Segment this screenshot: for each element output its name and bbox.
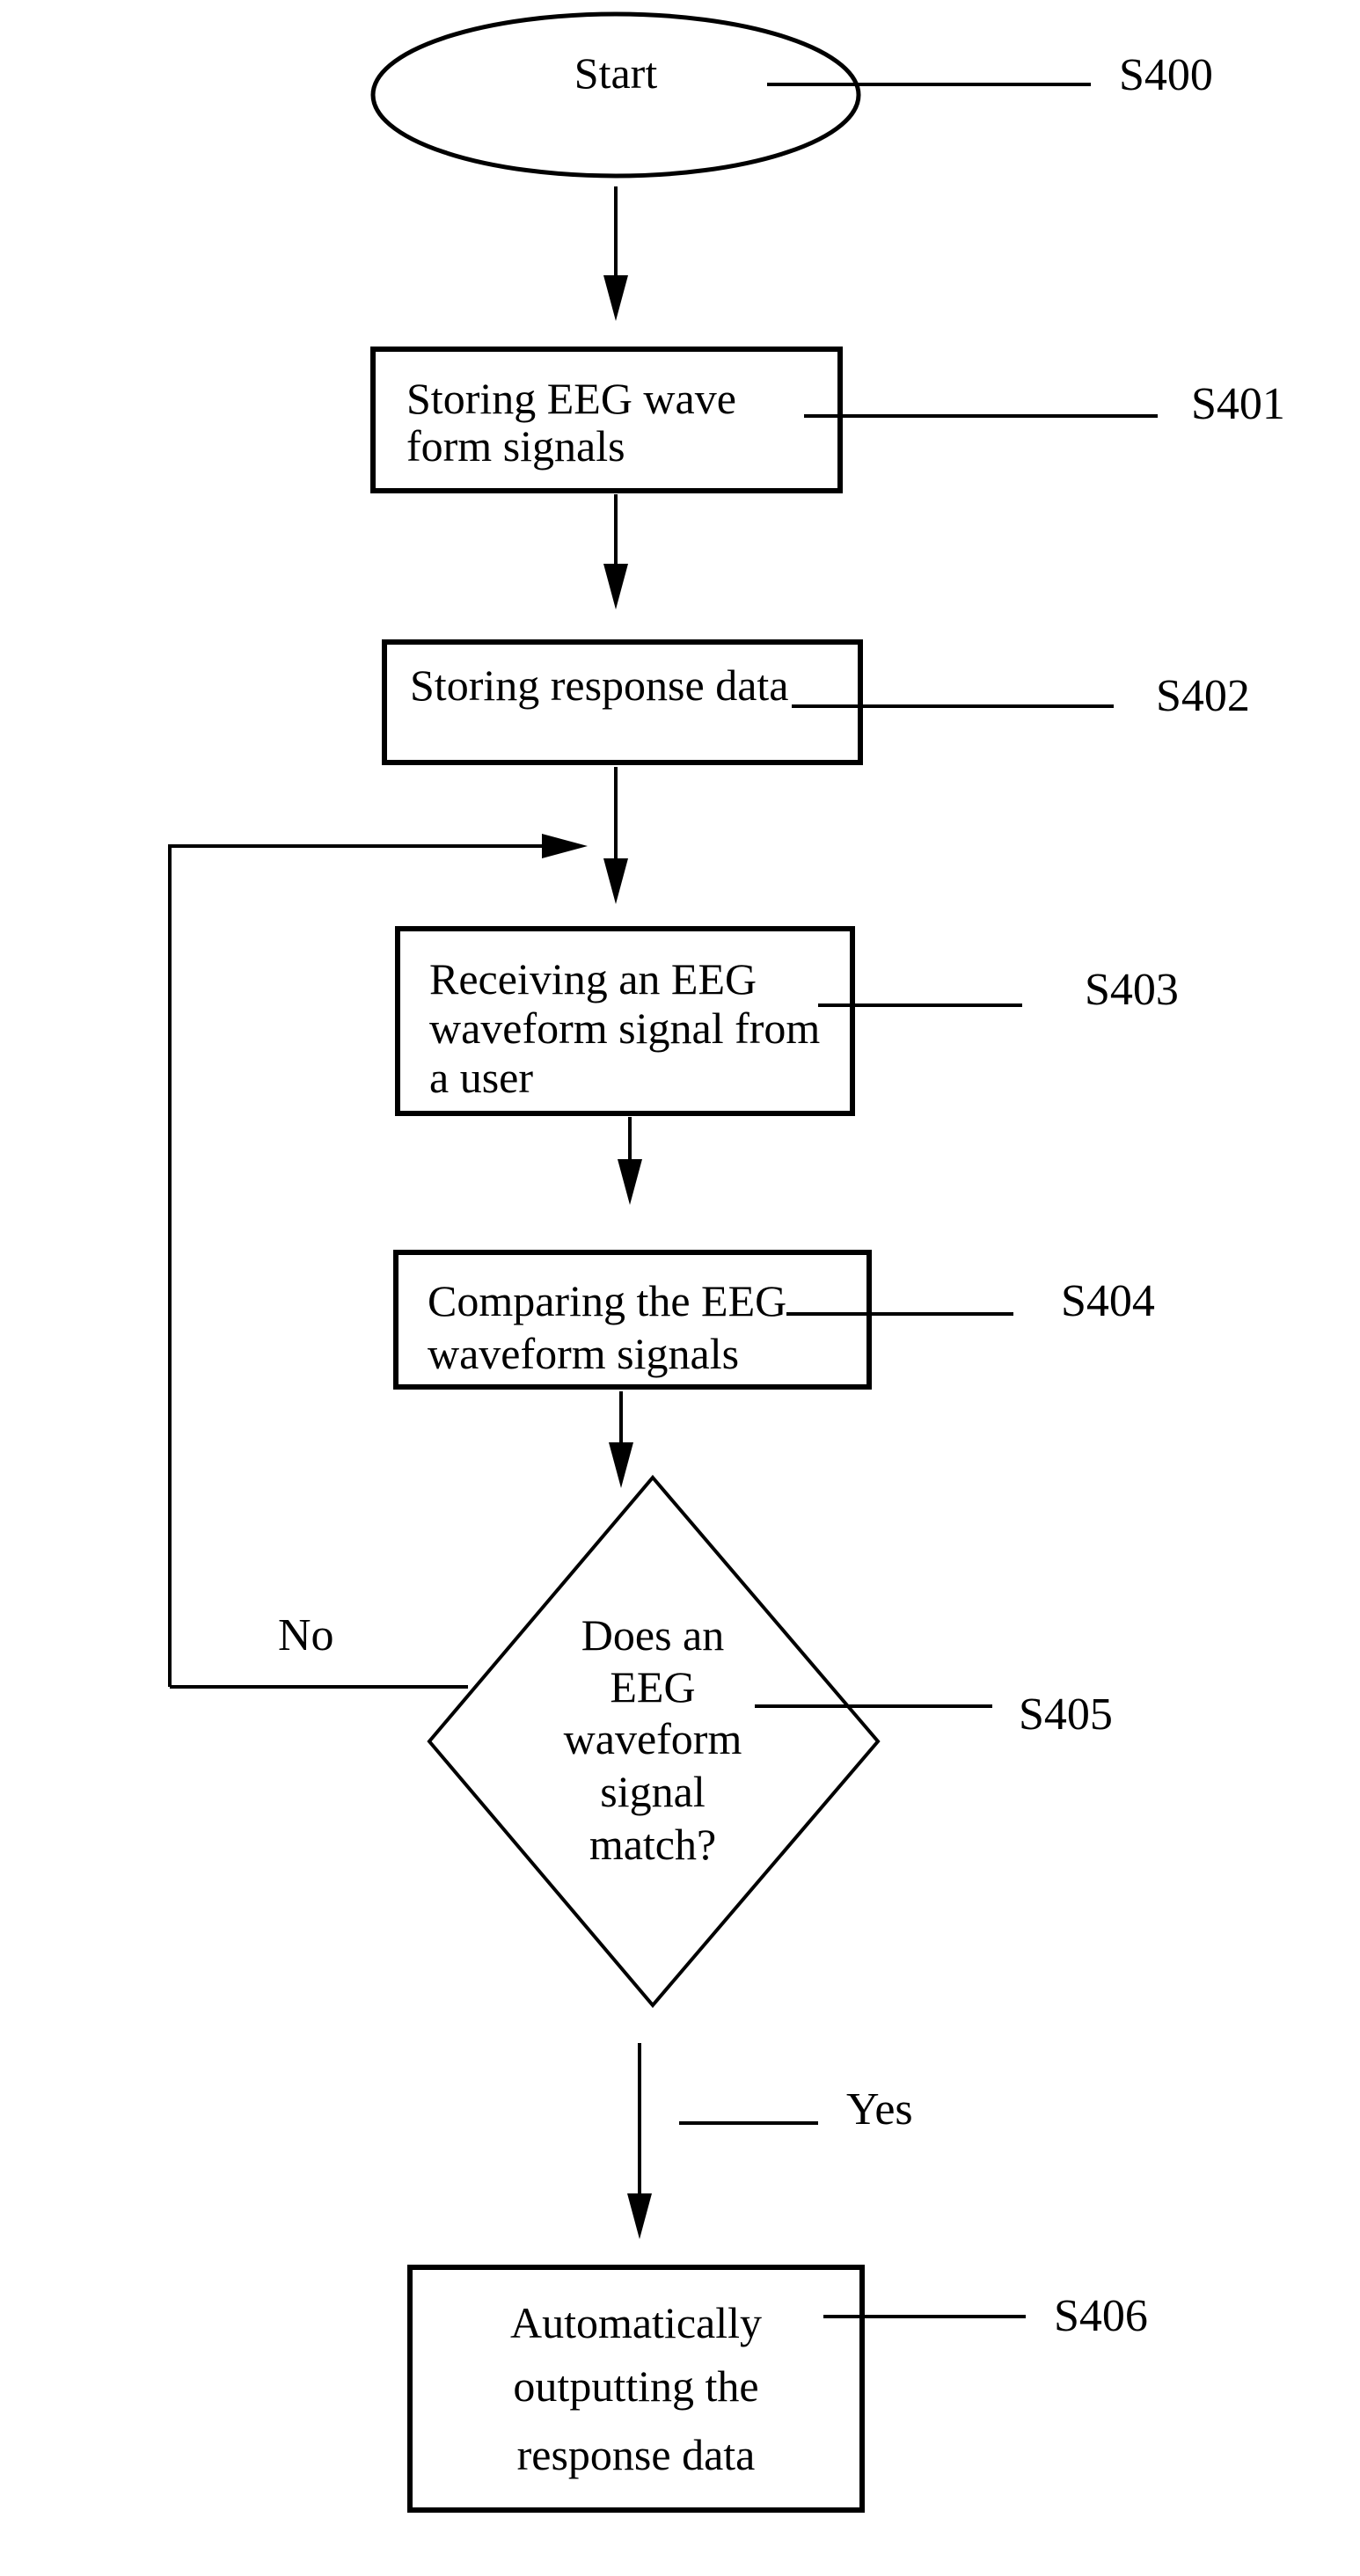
s404-text-line2: waveform signals (428, 1329, 739, 1378)
s402-text-line1: Storing response data (410, 660, 788, 710)
s406-tag: S406 (1054, 2291, 1148, 2341)
s403-process-box (395, 926, 855, 1116)
s406-text-line1: Automatically (510, 2298, 762, 2347)
s404-text-line1: Comparing the EEG (428, 1276, 786, 1325)
yes-branch-label: Yes (846, 2084, 913, 2135)
edge-s404-s405-arrowhead (609, 1442, 633, 1488)
edge-start-s401-arrowhead (603, 275, 628, 321)
s403-tag: S403 (1085, 965, 1179, 1015)
edge-s405-s406-arrowhead (627, 2193, 652, 2239)
s405-text-line2: EEG (610, 1662, 695, 1711)
s405-decision-diamond (427, 1474, 881, 2009)
s404-tag: S404 (1061, 1276, 1155, 1326)
s401-text-line2: form signals (406, 421, 625, 471)
s403-text-line2: waveform signal from (429, 1003, 820, 1053)
s402-tag: S402 (1156, 671, 1250, 721)
s401-process-box (370, 347, 843, 493)
start-terminator-ellipse (370, 11, 861, 179)
s405-tag: S405 (1019, 1689, 1113, 1740)
s405-text-line3: waveform (564, 1714, 742, 1763)
s406-text-line2: outputting the (513, 2361, 758, 2411)
s406-text-line3: response data (517, 2430, 756, 2479)
s406-process-box (407, 2265, 865, 2513)
no-loop-arrowhead (542, 834, 588, 858)
s405-text-line4: signal (600, 1767, 705, 1816)
s404-process-box (393, 1250, 872, 1390)
edge-s402-s403-arrowhead (603, 858, 628, 904)
edge-s403-s404-arrowhead (618, 1159, 642, 1205)
s405-text-line1: Does an (581, 1610, 724, 1660)
s402-process-box (382, 639, 863, 765)
s401-text-line1: Storing EEG wave (406, 374, 736, 423)
edge-s401-s402-arrowhead (603, 564, 628, 609)
no-branch-label: No (278, 1610, 334, 1660)
s403-text-line3: a user (429, 1053, 533, 1102)
start-label: Start (574, 48, 658, 98)
s405-text-line5: match? (589, 1820, 716, 1869)
s401-tag: S401 (1191, 379, 1285, 429)
s400-tag: S400 (1119, 50, 1213, 100)
s403-text-line1: Receiving an EEG (429, 954, 757, 1003)
